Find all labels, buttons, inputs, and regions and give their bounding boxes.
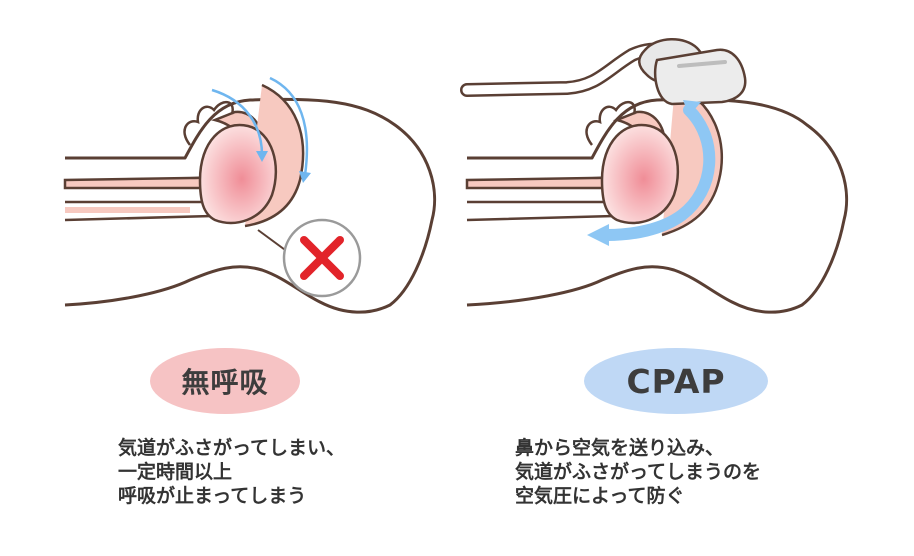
apnea-description: 気道がふさがってしまい、 一定時間以上 呼吸が止まってしまう — [118, 437, 346, 507]
apnea-panel: 無呼吸 気道がふさがってしまい、 一定時間以上 呼吸が止まってしまう — [63, 76, 437, 507]
airflow-arrow — [601, 104, 716, 241]
tongue — [198, 123, 278, 225]
x-mark-icon — [300, 236, 344, 280]
cpap-panel: CPAP 鼻から空気を送り込み、 気道がふさがってしまうのを 空気圧によって防ぐ — [457, 0, 914, 556]
cpap-description: 鼻から空気を送り込み、 気道がふさがってしまうのを 空気圧によって防ぐ — [515, 437, 762, 507]
apnea-label: 無呼吸 — [150, 348, 300, 414]
apnea-illustration — [63, 76, 437, 314]
airflow-arrow-2 — [269, 76, 309, 176]
airflow-arrow-1 — [211, 88, 264, 156]
cpap-label: CPAP — [584, 348, 768, 414]
tongue — [600, 123, 680, 225]
cpap-illustration — [460, 38, 849, 314]
cpap-mask-icon — [638, 38, 747, 106]
